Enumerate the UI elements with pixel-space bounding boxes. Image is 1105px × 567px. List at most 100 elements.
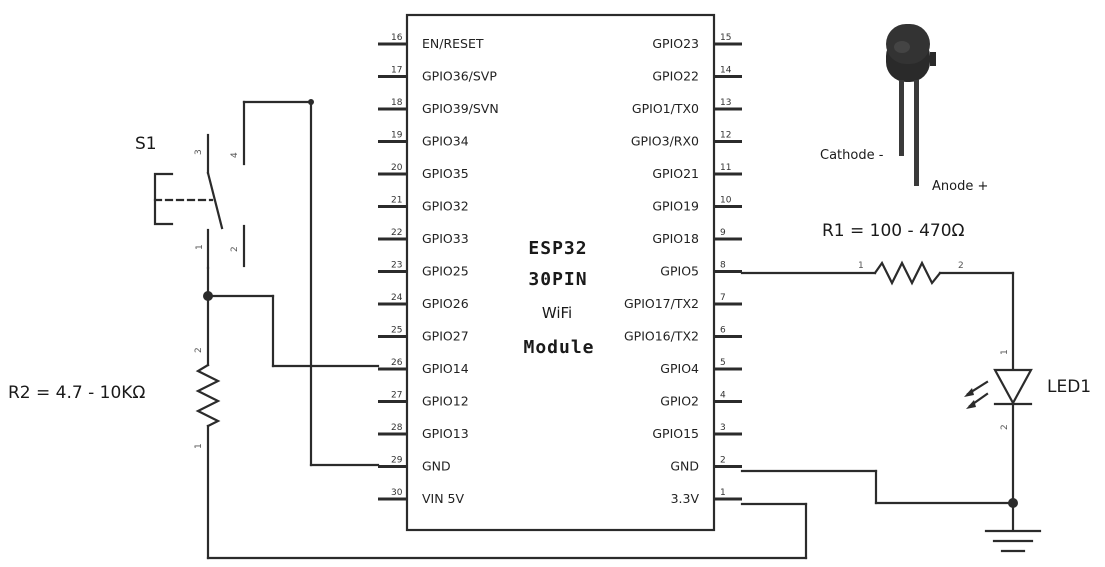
- pin-label: GPIO25: [422, 264, 469, 279]
- s1-terminal-2: 2: [230, 246, 240, 252]
- r2-terminal-1: 1: [194, 443, 204, 449]
- pin-right: 2 GND: [670, 456, 742, 474]
- pin-label: GPIO5: [660, 264, 699, 279]
- pin-label: GPIO2: [660, 394, 699, 409]
- pin-right: 14 GPIO22: [652, 66, 742, 84]
- pin-right: 4 GPIO2: [660, 391, 742, 409]
- pin-number: 3: [720, 423, 726, 433]
- pin-right: 8 GPIO5: [660, 261, 742, 279]
- led-component-icon: [886, 24, 936, 186]
- pin-label: GPIO22: [652, 69, 699, 84]
- pin-left: 22 GPIO33: [378, 228, 469, 246]
- pin-right: 15 GPIO23: [652, 33, 742, 51]
- pin-number: 7: [720, 293, 726, 303]
- pin-number: 23: [391, 261, 402, 271]
- pin-left: 26 GPIO14: [378, 358, 469, 376]
- r1-terminal-2: 2: [958, 261, 964, 271]
- s1-terminal-3: 3: [194, 149, 204, 155]
- pin-left: 20 GPIO35: [378, 163, 469, 181]
- pin-number: 26: [391, 358, 403, 368]
- r2-terminal-2: 2: [194, 347, 204, 353]
- chip-title-line3: WiFi: [542, 304, 572, 322]
- pin-label: GPIO33: [422, 231, 469, 246]
- pin-number: 15: [720, 33, 731, 43]
- pin-number: 19: [391, 131, 403, 141]
- pin-number: 6: [720, 326, 726, 336]
- pin-number: 10: [720, 196, 732, 206]
- switch-s1: [153, 133, 246, 270]
- pin-label: GPIO14: [422, 361, 469, 376]
- pin-left: 29 GND: [378, 456, 451, 474]
- pin-number: 21: [391, 196, 402, 206]
- pin-label: GPIO16/TX2: [624, 329, 699, 344]
- pin-label: GPIO17/TX2: [624, 296, 699, 311]
- pin-label: GPIO19: [652, 199, 699, 214]
- led-terminal-1: 1: [1000, 349, 1010, 355]
- pin-number: 13: [720, 98, 731, 108]
- pin-label: GPIO39/SVN: [422, 101, 499, 116]
- pin-number: 24: [391, 293, 403, 303]
- pin-label: GPIO35: [422, 166, 469, 181]
- led-light-arrows: [964, 380, 989, 409]
- pin-label: 3.3V: [671, 491, 700, 506]
- chip-title-line2: 30PIN: [528, 269, 587, 290]
- resistor-r1: [873, 260, 942, 286]
- pin-number: 4: [720, 391, 726, 401]
- chip-title-line4: Module: [523, 337, 594, 358]
- pin-left: 28 GPIO13: [378, 423, 469, 441]
- pin-label: GPIO36/SVP: [422, 69, 497, 84]
- led-terminal-2: 2: [1000, 424, 1010, 430]
- pin-label: GPIO12: [422, 394, 469, 409]
- switch-s1-label: S1: [135, 134, 157, 154]
- pin-right: 1 3.3V: [671, 488, 742, 506]
- pin-label: GND: [422, 459, 451, 474]
- pin-label: GPIO26: [422, 296, 469, 311]
- pin-number: 27: [391, 391, 402, 401]
- pin-left: 21 GPIO32: [378, 196, 469, 214]
- chip-title-line1: ESP32: [528, 238, 587, 259]
- pin-number: 9: [720, 228, 726, 238]
- pin-number: 22: [391, 228, 402, 238]
- right-pin-column: 15GPIO2314GPIO2213GPIO1/TX012GPIO3/RX011…: [624, 33, 742, 506]
- led1-triangle: [993, 368, 1033, 406]
- pin-right: 9 GPIO18: [652, 228, 742, 246]
- pin-number: 28: [391, 423, 403, 433]
- pin-label: GPIO18: [652, 231, 699, 246]
- pin-number: 18: [391, 98, 403, 108]
- pin-number: 16: [391, 33, 403, 43]
- pin-number: 20: [391, 163, 403, 173]
- pin-number: 2: [720, 456, 726, 466]
- pin-number: 1: [720, 488, 726, 498]
- resistor-r2-label: R2 = 4.7 - 10KΩ: [8, 383, 145, 403]
- pin-left: 23 GPIO25: [378, 261, 469, 279]
- pin-right: 5 GPIO4: [660, 358, 742, 376]
- pin-number: 14: [720, 66, 732, 76]
- pin-left: 27 GPIO12: [378, 391, 469, 409]
- pin-label: VIN 5V: [422, 491, 465, 506]
- pin-label: GPIO4: [660, 361, 699, 376]
- pin-label: GPIO23: [652, 36, 699, 51]
- pin-number: 29: [391, 456, 403, 466]
- ground-symbol: [984, 529, 1042, 553]
- led1-label: LED1: [1047, 377, 1091, 397]
- pin-label: GPIO32: [422, 199, 469, 214]
- cathode-label: Cathode -: [820, 148, 884, 163]
- pin-number: 5: [720, 358, 726, 368]
- s1-terminal-4: 4: [230, 152, 240, 158]
- pin-label: GND: [670, 459, 699, 474]
- pin-number: 30: [391, 488, 403, 498]
- r1-terminal-1: 1: [858, 261, 864, 271]
- s1-terminal-1: 1: [195, 244, 205, 250]
- pin-number: 25: [391, 326, 402, 336]
- pin-number: 8: [720, 261, 726, 271]
- pin-left: 24 GPIO26: [378, 293, 469, 311]
- pin-number: 12: [720, 131, 731, 141]
- pin-left: 30 VIN 5V: [378, 488, 465, 506]
- pin-label: GPIO13: [422, 426, 469, 441]
